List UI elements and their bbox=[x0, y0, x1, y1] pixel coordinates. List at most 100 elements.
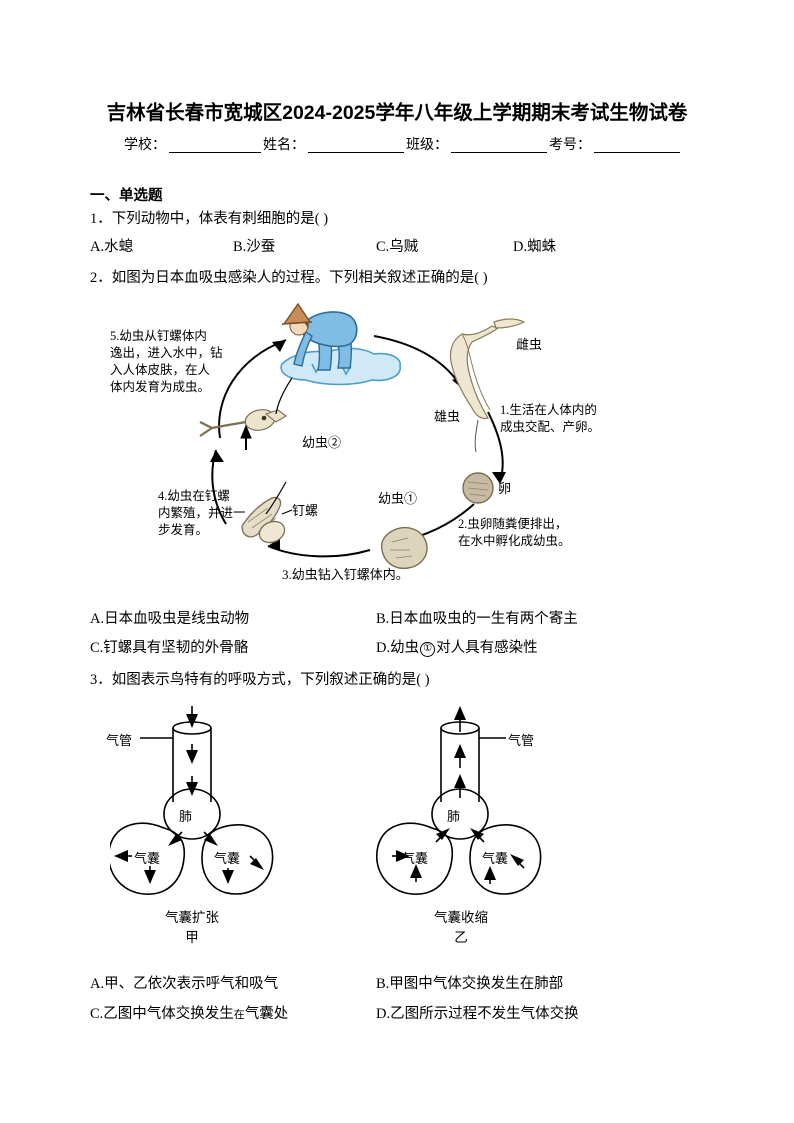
school-label: 学校： bbox=[124, 138, 166, 153]
option-key: C. bbox=[90, 1006, 104, 1022]
figure-schistosome-life-cycle: 5.幼虫从钉螺体内 逸出，进入水中，钻 入人体皮肤，在人 体内发育为成虫。 雌虫… bbox=[96, 292, 696, 592]
label-snail: 钉螺 bbox=[292, 503, 319, 518]
student-info-line: 学校： 姓名： 班级： 考号： bbox=[124, 134, 684, 154]
section-heading-single-choice: 一、单选题 bbox=[90, 188, 163, 204]
question-1-option-d[interactable]: D.蜘蛛 bbox=[513, 235, 556, 256]
option-key: D. bbox=[376, 1006, 391, 1022]
human-in-water-illustration bbox=[280, 302, 401, 386]
egg-illustration bbox=[462, 472, 494, 504]
option-text: 日本血吸虫的一生有两个寄主 bbox=[389, 611, 578, 627]
option-text: 乙图所示过程不发生气体交换 bbox=[390, 1006, 579, 1022]
label-trachea-jia: 气管 bbox=[106, 733, 133, 748]
arrow-larva1-to-snail bbox=[267, 545, 371, 558]
question-2-option-c[interactable]: C.钉螺具有坚韧的外骨骼 bbox=[90, 636, 248, 657]
school-blank[interactable] bbox=[169, 139, 261, 153]
question-3-option-b[interactable]: B.甲图中气体交换发生在肺部 bbox=[376, 972, 563, 993]
name-label: 姓名： bbox=[263, 138, 305, 153]
circled-number-1: ① bbox=[420, 642, 436, 657]
option-text-small: 在 bbox=[233, 1009, 245, 1021]
larva2-illustration bbox=[199, 409, 287, 437]
name-blank[interactable] bbox=[308, 139, 404, 153]
option-text: 日本血吸虫是线虫动物 bbox=[104, 611, 250, 627]
label-larva-1: 幼虫① bbox=[378, 491, 418, 506]
larva1-illustration bbox=[380, 526, 428, 569]
label-trachea-yi: 气管 bbox=[508, 733, 535, 748]
option-key: D. bbox=[513, 239, 528, 255]
label-step-5: 5.幼虫从钉螺体内 逸出，进入水中，钻 入人体皮肤，在人 体内发育为成虫。 bbox=[110, 329, 223, 394]
option-text-pre: 幼虫 bbox=[390, 640, 420, 656]
option-text: 乌贼 bbox=[389, 239, 419, 255]
option-key: C. bbox=[90, 640, 104, 656]
label-step-4: 4.幼虫在钉螺 内繁殖，并进一 步发育。 bbox=[158, 489, 246, 537]
option-key: B. bbox=[376, 976, 390, 992]
label-airsac-right-yi: 气囊 bbox=[482, 851, 509, 866]
question-1-option-b[interactable]: B.沙蚕 bbox=[233, 235, 275, 256]
question-1-text: 下列动物中，体表有刺细胞的是( ) bbox=[111, 211, 329, 227]
option-text: 沙蚕 bbox=[246, 239, 276, 255]
bird-respiration-graphic bbox=[110, 706, 542, 895]
label-step-2: 2.虫卵随粪便排出， 在水中孵化成幼虫。 bbox=[458, 517, 571, 548]
option-text: 蜘蛛 bbox=[527, 239, 557, 255]
leader-line-snail bbox=[281, 509, 293, 515]
question-3-number: 3． bbox=[90, 672, 112, 688]
question-2-option-a[interactable]: A.日本血吸虫是线虫动物 bbox=[90, 607, 249, 628]
question-1-stem: 1．下列动物中，体表有刺细胞的是( ) bbox=[90, 207, 328, 228]
examno-blank[interactable] bbox=[594, 139, 680, 153]
question-1-number: 1． bbox=[90, 211, 112, 227]
label-step-1: 1.生活在人体内的 成虫交配、产卵。 bbox=[500, 403, 601, 434]
panel-letter-jia: 甲 bbox=[185, 930, 199, 945]
school-field[interactable]: 学校： bbox=[124, 134, 263, 154]
label-lung-jia: 肺 bbox=[179, 809, 193, 824]
option-text: 钉螺具有坚韧的外骨骼 bbox=[103, 640, 249, 656]
question-3-option-c[interactable]: C.乙图中气体交换发生在气囊处 bbox=[90, 1002, 288, 1023]
option-text: 甲、乙依次表示呼气和吸气 bbox=[104, 976, 279, 992]
name-field[interactable]: 姓名： bbox=[263, 134, 406, 154]
option-text: 水螅 bbox=[104, 239, 134, 255]
option-key: A. bbox=[90, 239, 105, 255]
question-2-option-b[interactable]: B.日本血吸虫的一生有两个寄主 bbox=[376, 607, 578, 628]
arrow-larva2-to-human bbox=[218, 339, 287, 439]
option-text-post: 气囊处 bbox=[244, 1006, 289, 1022]
arrow-into-larva2 bbox=[240, 424, 252, 450]
option-text-pre: 乙图中气体交换发生 bbox=[103, 1006, 234, 1022]
question-3-text: 如图表示鸟特有的呼吸方式，下列叙述正确的是( ) bbox=[111, 672, 430, 688]
label-larva-2: 幼虫② bbox=[302, 435, 342, 450]
question-2-number: 2． bbox=[90, 270, 112, 286]
airflow-arrows-jia bbox=[114, 706, 264, 884]
leader-line-step5 bbox=[275, 377, 293, 415]
option-text-post: 对人具有感染性 bbox=[436, 640, 538, 656]
option-text: 甲图中气体交换发生在肺部 bbox=[389, 976, 564, 992]
examno-field[interactable]: 考号： bbox=[549, 134, 682, 154]
snail-illustration bbox=[241, 496, 286, 544]
caption-jia: 气囊扩张 bbox=[165, 910, 219, 925]
figure-bird-respiration: 气管 肺 气囊 气囊 气囊扩张 甲 气管 肺 气囊 气囊 气囊收缩 乙 bbox=[106, 706, 640, 952]
adult-worm-illustration bbox=[449, 318, 526, 420]
examno-label: 考号： bbox=[549, 138, 591, 153]
label-egg: 卵 bbox=[498, 481, 512, 496]
option-key: B. bbox=[233, 239, 247, 255]
label-step-3: 3.幼虫钻入钉螺体内。 bbox=[282, 567, 409, 582]
label-male-worm: 雄虫 bbox=[434, 409, 461, 424]
question-2-stem: 2．如图为日本血吸虫感染人的过程。下列相关叙述正确的是( ) bbox=[90, 266, 488, 287]
label-airsac-right-jia: 气囊 bbox=[214, 851, 241, 866]
page-title: 吉林省长春市宽城区2024-2025学年八年级上学期期末考试生物试卷 bbox=[106, 102, 688, 124]
option-key: A. bbox=[90, 976, 105, 992]
option-key: B. bbox=[376, 611, 390, 627]
question-3-option-d[interactable]: D.乙图所示过程不发生气体交换 bbox=[376, 1002, 579, 1023]
label-airsac-left-jia: 气囊 bbox=[134, 851, 161, 866]
class-blank[interactable] bbox=[451, 139, 547, 153]
label-female-worm: 雌虫 bbox=[516, 337, 543, 352]
label-lung-yi: 肺 bbox=[447, 809, 461, 824]
label-airsac-left-yi: 气囊 bbox=[402, 851, 429, 866]
class-field[interactable]: 班级： bbox=[406, 134, 549, 154]
question-2-text: 如图为日本血吸虫感染人的过程。下列相关叙述正确的是( ) bbox=[111, 270, 488, 286]
panel-letter-yi: 乙 bbox=[454, 930, 468, 945]
option-key: D. bbox=[376, 640, 391, 656]
question-1-option-a[interactable]: A.水螅 bbox=[90, 235, 133, 256]
question-1-option-c[interactable]: C.乌贼 bbox=[376, 235, 418, 256]
question-3-option-a[interactable]: A.甲、乙依次表示呼气和吸气 bbox=[90, 972, 278, 993]
leader-line-step4 bbox=[265, 481, 287, 515]
question-3-stem: 3．如图表示鸟特有的呼吸方式，下列叙述正确的是( ) bbox=[90, 668, 430, 689]
